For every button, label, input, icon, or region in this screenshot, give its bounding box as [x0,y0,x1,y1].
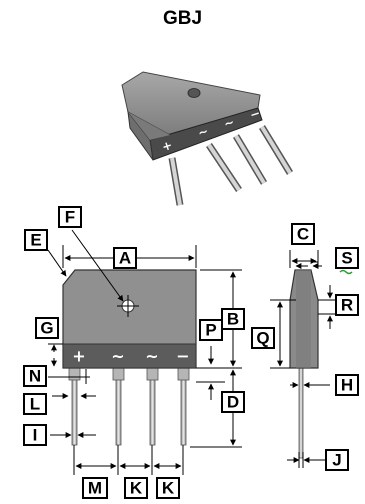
front-pin-mark-ac1: ~ [111,347,124,366]
dimension-label-boxes: A E F B P D G N L I M K K C S R Q H J [23,206,359,499]
label-K2: K [156,477,180,499]
label-N: N [23,365,47,387]
label-S: S [335,247,359,275]
label-E: E [24,229,48,251]
svg-text:D: D [227,393,239,412]
svg-text:K: K [162,479,175,498]
svg-text:S: S [341,249,352,268]
front-pin-mark-ac2: ~ [145,347,158,366]
label-K1: K [124,477,148,499]
package-3d-view: + ~ ~ − [121,71,293,206]
front-pin-mark-minus: − [176,347,189,366]
svg-text:F: F [65,208,75,227]
3d-pin-mark-ac1: ~ [196,124,210,140]
label-B: B [221,308,245,330]
svg-text:L: L [30,395,40,414]
label-G: G [35,317,59,339]
svg-text:H: H [341,376,353,395]
3d-mount-hole [187,88,201,98]
label-L: L [23,393,47,415]
side-lead [298,367,304,459]
svg-text:N: N [29,367,41,386]
svg-text:P: P [205,321,216,340]
side-view [289,269,319,459]
front-pin-mark-plus: + [72,347,85,366]
svg-text:R: R [341,296,353,315]
label-I: I [23,424,47,446]
label-C: C [291,223,315,245]
3d-pin-mark-plus: + [160,138,174,154]
label-F: F [58,206,82,228]
label-P: P [199,319,223,341]
diagram-title: GBJ [162,8,203,29]
svg-text:E: E [30,231,41,250]
label-A: A [113,247,137,269]
3d-leads [168,125,293,206]
label-H: H [335,374,359,396]
svg-text:B: B [227,310,239,329]
svg-text:C: C [297,225,309,244]
label-J: J [325,449,349,471]
svg-text:I: I [33,426,38,445]
label-M: M [82,477,108,499]
svg-text:M: M [88,479,102,498]
label-D: D [221,391,245,413]
dimension-lines [47,229,340,475]
svg-text:K: K [130,479,143,498]
front-lower-band [62,343,197,369]
svg-text:G: G [40,319,53,338]
3d-pin-mark-minus: − [248,106,262,122]
front-view: + ~ ~ − [62,269,197,446]
svg-text:A: A [119,249,131,268]
label-R: R [335,294,359,316]
3d-pin-mark-ac2: ~ [222,115,236,131]
svg-text:J: J [332,451,341,470]
svg-text:Q: Q [256,329,269,348]
label-Q: Q [251,327,275,349]
